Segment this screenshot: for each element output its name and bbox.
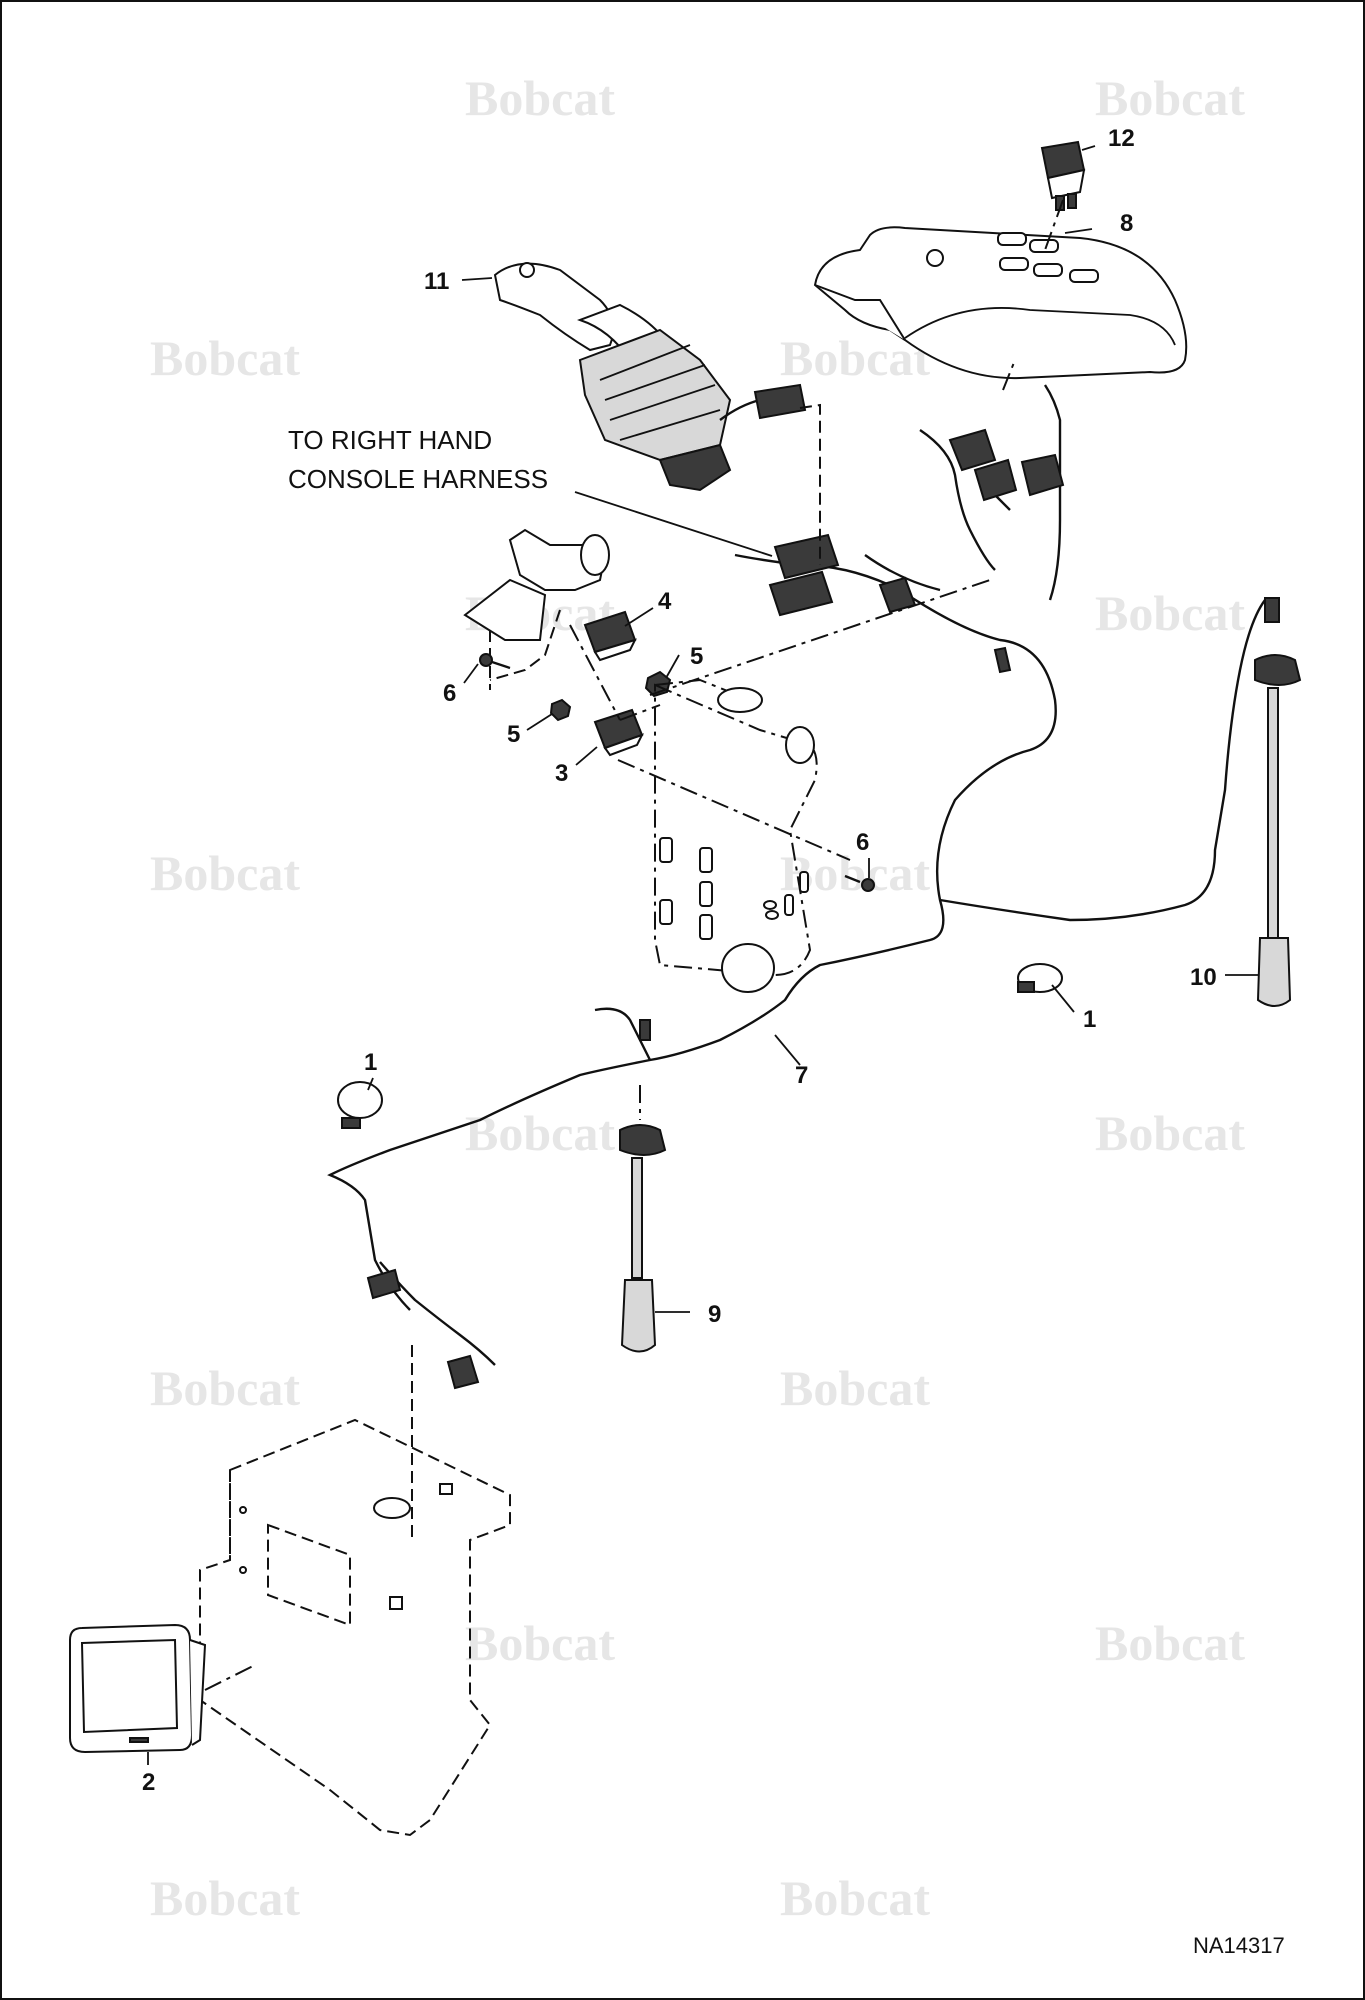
lower-harness-connectors[interactable] (366, 1268, 480, 1390)
note-line-2: CONSOLE HARNESS (288, 464, 548, 494)
svg-text:Bobcat: Bobcat (780, 1360, 930, 1416)
display-2[interactable] (69, 1623, 256, 1754)
display-mount-bracket (199, 1418, 511, 1837)
callout-3: 3 (555, 760, 568, 787)
screw-6-lower[interactable] (844, 874, 875, 892)
svg-text:Bobcat: Bobcat (1095, 1615, 1245, 1671)
wire-harness-7[interactable] (327, 384, 1266, 1366)
watermark: Bobcat (465, 1105, 615, 1161)
svg-text:Bobcat: Bobcat (150, 845, 300, 901)
svg-text:Bobcat: Bobcat (150, 1870, 300, 1926)
callout-8: 8 (1120, 210, 1133, 237)
callout-4: 4 (658, 588, 672, 615)
watermark: Bobcat (1095, 585, 1245, 641)
callout-5-lower: 5 (507, 721, 520, 748)
cable-tie-1-left[interactable] (337, 1081, 383, 1129)
watermark: Bobcat (465, 70, 615, 126)
svg-text:Bobcat: Bobcat (150, 1360, 300, 1416)
harness-note: TO RIGHT HAND CONSOLE HARNESS (288, 425, 548, 494)
callout-5-upper: 5 (690, 643, 703, 670)
svg-text:Bobcat: Bobcat (150, 330, 300, 386)
callout-1-left: 1 (364, 1049, 377, 1076)
callout-7: 7 (795, 1062, 808, 1089)
callout-10: 10 (1190, 964, 1217, 991)
callout-6-upper: 6 (443, 680, 456, 707)
svg-text:Bobcat: Bobcat (1095, 585, 1245, 641)
callout-9: 9 (708, 1301, 721, 1328)
svg-text:Bobcat: Bobcat (465, 1105, 615, 1161)
watermark: Bobcat (780, 1870, 930, 1926)
callout-12: 12 (1108, 125, 1135, 152)
watermark: Bobcat (150, 845, 300, 901)
figure-id: NA14317 (1193, 1933, 1285, 1958)
sensor-4[interactable] (583, 610, 637, 662)
watermark: Bobcat (150, 1360, 300, 1416)
cable-tie-1-right[interactable] (1017, 963, 1063, 993)
sensor-probe-9[interactable] (619, 1019, 667, 1353)
callout-2: 2 (142, 1769, 155, 1796)
screw-6-upper[interactable] (479, 653, 511, 670)
pivot-bracket (463, 528, 610, 690)
console-cover-8[interactable] (813, 226, 1188, 380)
svg-text:Bobcat: Bobcat (780, 1870, 930, 1926)
svg-text:Bobcat: Bobcat (1095, 70, 1245, 126)
nut-5-lower[interactable] (549, 698, 572, 722)
console-connectors[interactable] (948, 428, 1065, 674)
watermark-layer: Bobcat Bobcat Bobcat Bobcat Bobcat Bobca… (150, 70, 1245, 1926)
connector-to-right-hand-console[interactable] (768, 533, 917, 617)
svg-text:Bobcat: Bobcat (465, 1615, 615, 1671)
mounting-plate (569, 579, 991, 993)
watermark: Bobcat (1095, 70, 1245, 126)
sensor-probe-10[interactable] (1254, 597, 1302, 1007)
svg-text:Bobcat: Bobcat (465, 70, 615, 126)
svg-text:Bobcat: Bobcat (1095, 1105, 1245, 1161)
watermark: Bobcat (780, 1360, 930, 1416)
watermark: Bobcat (150, 1870, 300, 1926)
alignment-lines (411, 199, 1064, 1540)
watermark: Bobcat (1095, 1105, 1245, 1161)
watermark: Bobcat (150, 330, 300, 386)
sensor-3[interactable] (593, 708, 644, 757)
watermark: Bobcat (1095, 1615, 1245, 1671)
rocker-switch-12[interactable] (1040, 140, 1086, 211)
note-line-1: TO RIGHT HAND (288, 425, 492, 455)
watermark: Bobcat (465, 1615, 615, 1671)
callout-1-right: 1 (1083, 1006, 1096, 1033)
callout-11: 11 (424, 268, 449, 295)
callout-labels: 12 8 11 4 5 6 5 3 6 1 10 1 7 9 2 (142, 125, 1217, 1796)
joystick-11[interactable] (493, 262, 807, 492)
callout-leaders (147, 145, 1258, 1765)
callout-6-lower: 6 (856, 829, 869, 856)
